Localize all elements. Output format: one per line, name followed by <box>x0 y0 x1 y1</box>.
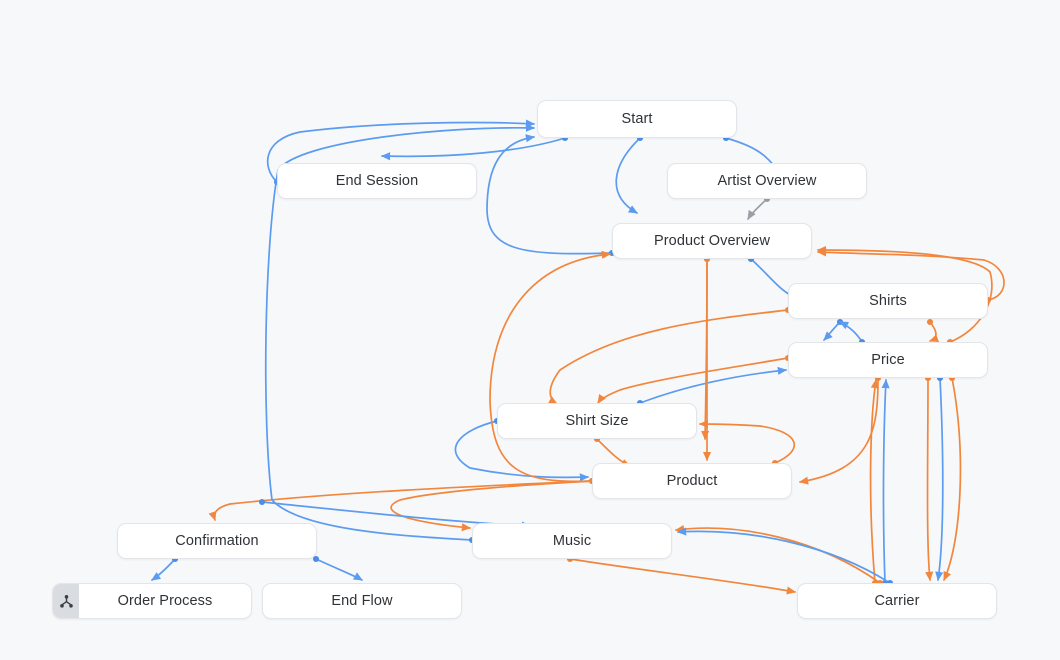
edge-price-to-carrier[interactable] <box>924 374 934 582</box>
edge-carrier-to-music[interactable] <box>674 524 884 587</box>
node-label: Product <box>666 472 718 489</box>
edge-music-to-carrier[interactable] <box>566 555 797 595</box>
edge-start-to-end-session[interactable] <box>380 134 569 161</box>
edge-shirt-size-to-product[interactable] <box>593 435 631 467</box>
node-confirmation[interactable]: Confirmation <box>117 523 317 559</box>
edge-price-to-shirt-size[interactable] <box>597 354 792 404</box>
edge-product-to-confirmation[interactable] <box>208 477 596 521</box>
edge-price-to-carrier[interactable] <box>935 374 944 582</box>
node-label: Shirts <box>869 292 907 309</box>
hierarchy-icon <box>53 584 79 618</box>
edge-price-to-shirts[interactable] <box>839 321 866 346</box>
node-label: Carrier <box>874 592 920 609</box>
node-order-process[interactable]: Order Process <box>52 583 252 619</box>
edge-price-to-product[interactable] <box>798 374 882 485</box>
node-shirt-size[interactable]: Shirt Size <box>497 403 697 439</box>
node-end-flow[interactable]: End Flow <box>262 583 462 619</box>
edge-shirts-to-price[interactable] <box>823 318 844 341</box>
edge-product-overview-to-start[interactable] <box>486 134 616 257</box>
edge-shirt-size-to-price[interactable] <box>636 366 788 407</box>
edge-carrier-to-music[interactable] <box>676 527 894 587</box>
node-carrier[interactable]: Carrier <box>797 583 997 619</box>
node-product-overview[interactable]: Product Overview <box>612 223 812 259</box>
edge-product-to-music[interactable] <box>390 477 596 532</box>
edge-product-to-shirt-size[interactable] <box>698 419 796 467</box>
node-start[interactable]: Start <box>537 100 737 138</box>
node-label: Music <box>552 532 592 549</box>
edge-carrier-to-price[interactable] <box>881 378 890 587</box>
node-label: Order Process <box>117 592 213 609</box>
edge-price-to-carrier[interactable] <box>943 374 962 581</box>
node-label: Shirt Size <box>565 412 629 429</box>
edge-product-to-product-overview[interactable] <box>489 250 612 485</box>
edge-shirts-to-price[interactable] <box>926 318 940 342</box>
node-label: Product Overview <box>653 232 771 249</box>
node-product[interactable]: Product <box>592 463 792 499</box>
node-label: End Flow <box>331 592 393 609</box>
node-music[interactable]: Music <box>472 523 672 559</box>
edge-product-overview-to-shirt-size[interactable] <box>701 255 711 441</box>
node-label: End Session <box>335 172 419 189</box>
node-end-session[interactable]: End Session <box>277 163 477 199</box>
node-price[interactable]: Price <box>788 342 988 378</box>
edge-artist-overview-to-product-overview[interactable] <box>747 195 771 220</box>
edge-start-to-product-overview[interactable] <box>615 134 644 214</box>
node-label: Confirmation <box>175 532 259 549</box>
node-label: Artist Overview <box>717 172 817 189</box>
edge-carrier-to-price[interactable] <box>869 378 879 587</box>
node-label: Price <box>871 351 905 368</box>
node-artist-overview[interactable]: Artist Overview <box>667 163 867 199</box>
node-shirts[interactable]: Shirts <box>788 283 988 319</box>
edge-confirmation-to-end-flow[interactable] <box>312 555 363 581</box>
edge-shirts-to-shirt-size[interactable] <box>547 306 792 405</box>
node-label: Start <box>621 110 653 127</box>
edge-confirmation-to-order-process[interactable] <box>151 555 179 581</box>
